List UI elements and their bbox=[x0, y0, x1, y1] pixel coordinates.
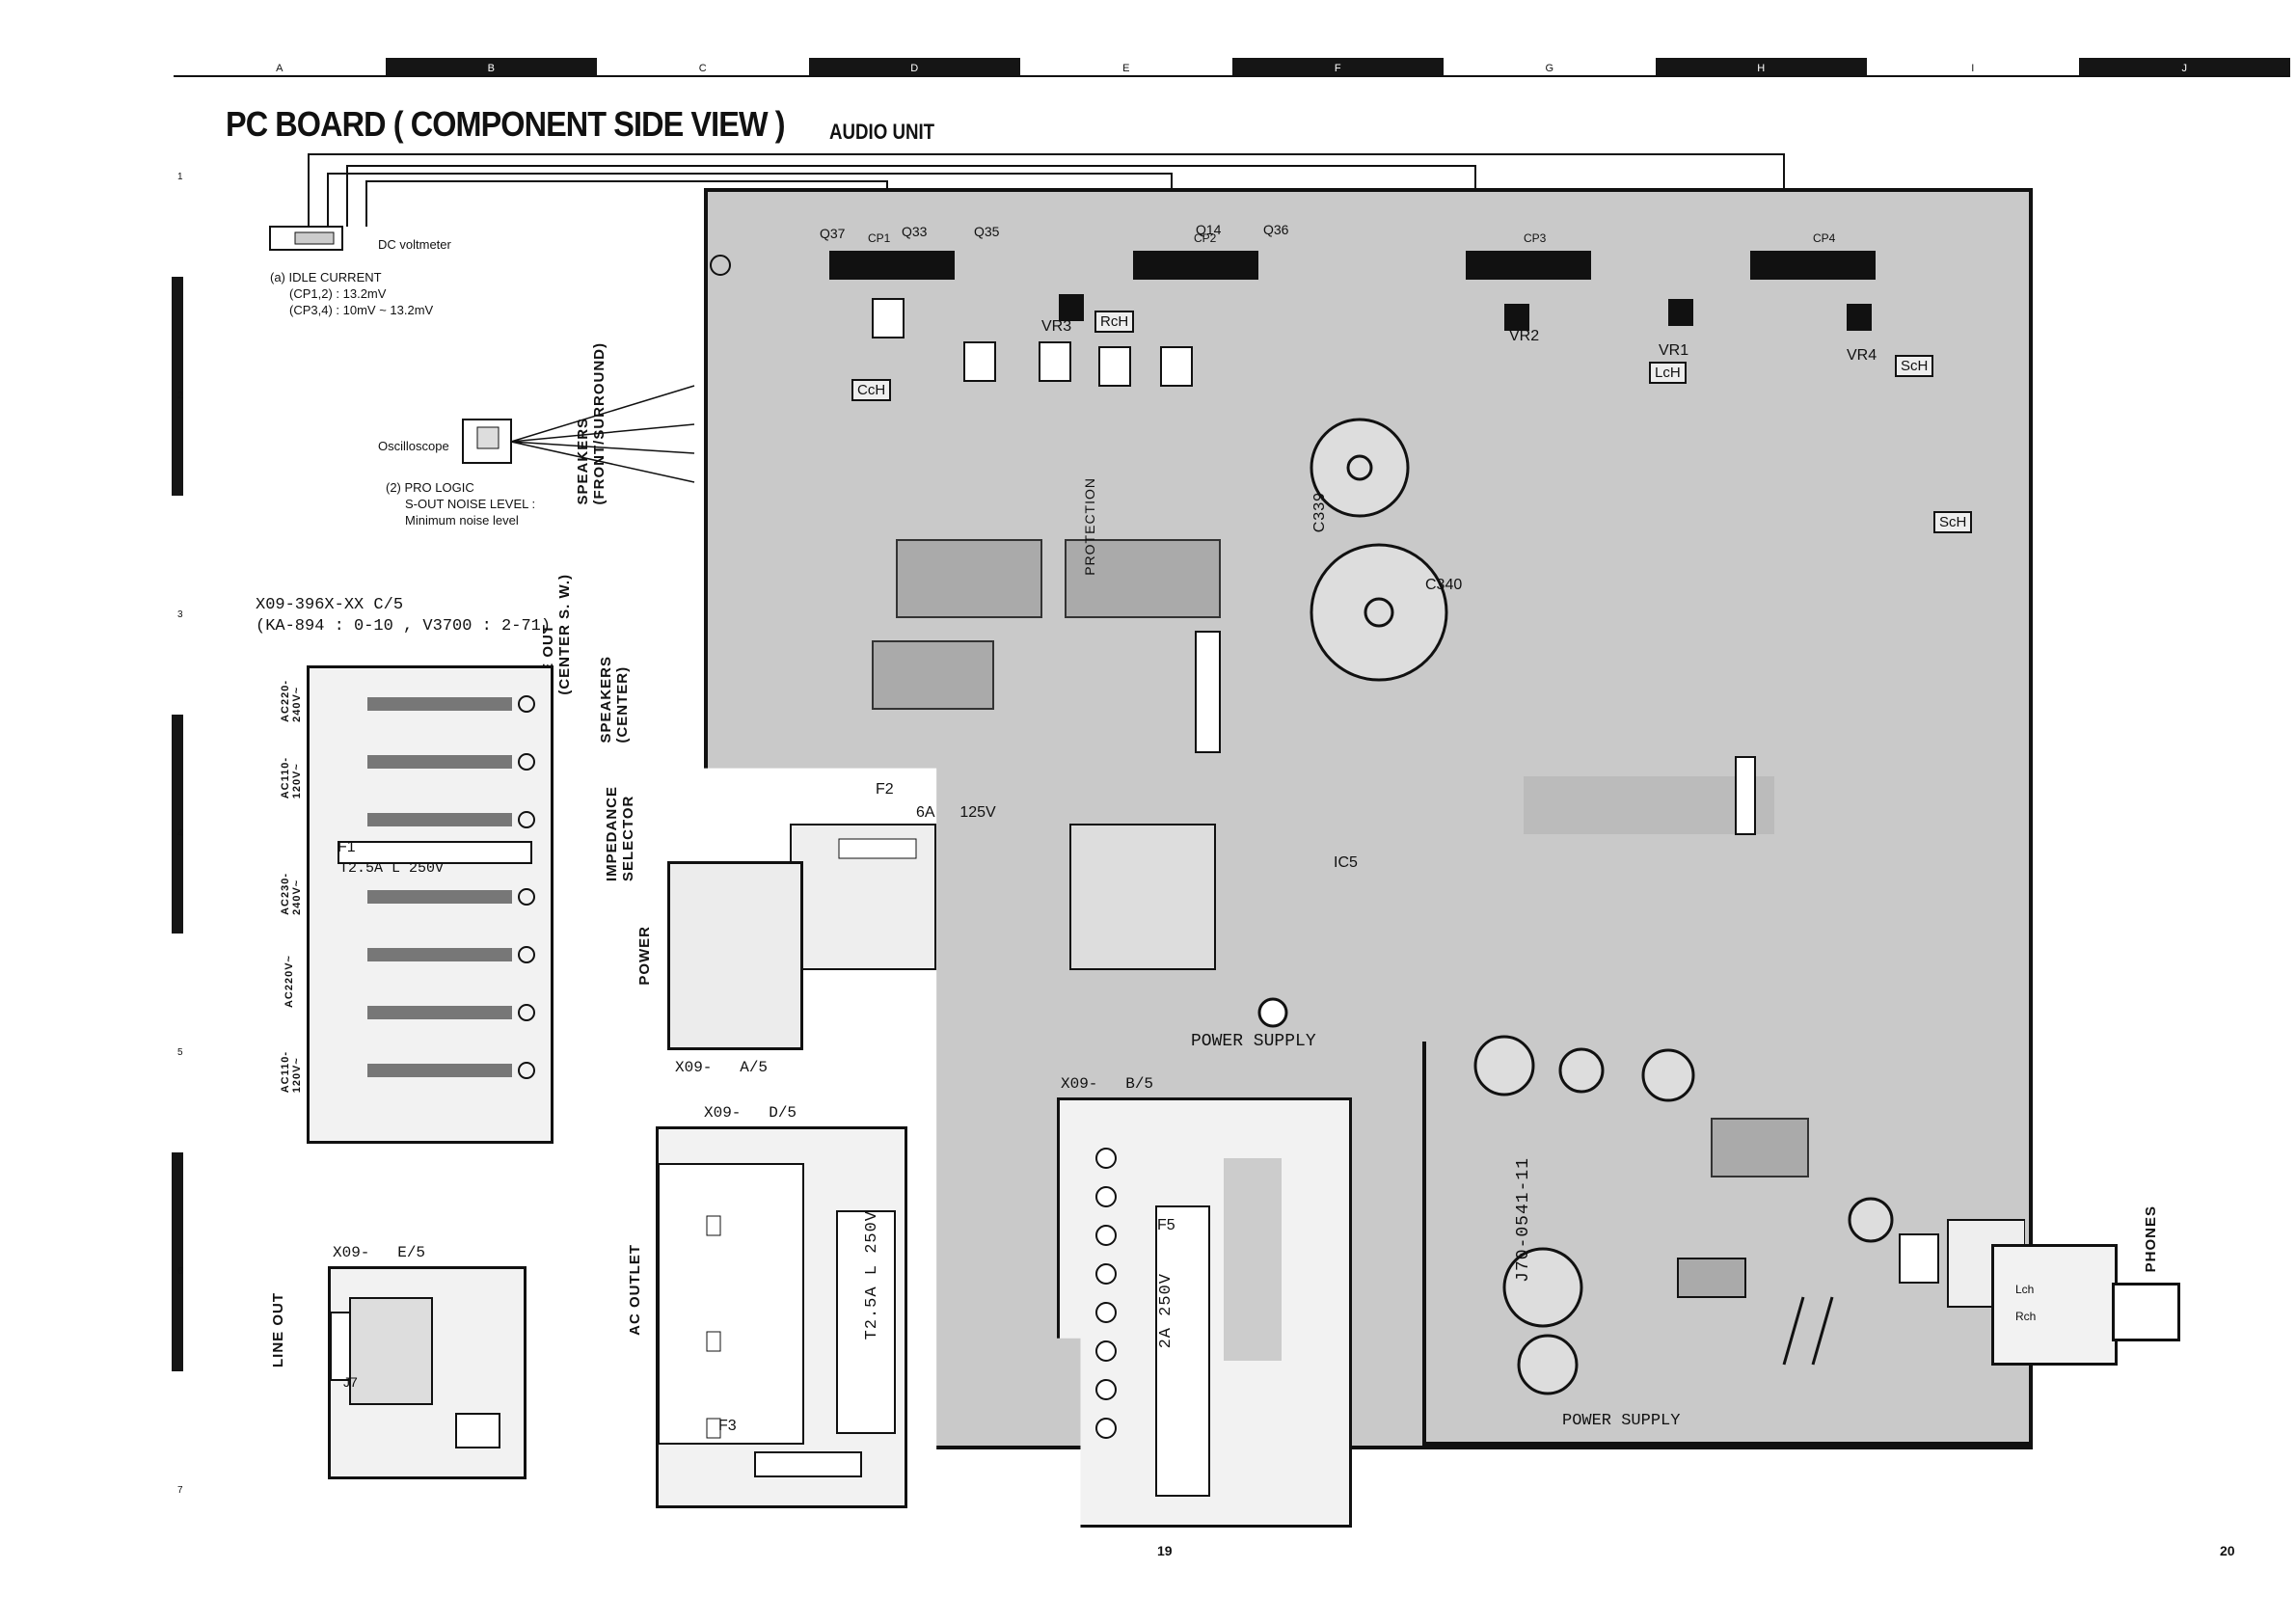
row-mark-7: 7 bbox=[177, 1485, 183, 1496]
speakers-center-label: SPEAKERS (CENTER) bbox=[598, 656, 631, 744]
f5-label: F5 bbox=[1157, 1217, 1175, 1233]
f2-label: F2 bbox=[876, 781, 894, 798]
j7-label: J7 bbox=[343, 1374, 358, 1390]
cch-label: CcH bbox=[851, 379, 892, 401]
ruler-j: J bbox=[2078, 58, 2290, 77]
instrument-wiring bbox=[269, 226, 343, 251]
ruler-c: C bbox=[597, 58, 809, 77]
pcb-code-label: J70-0541-11 bbox=[1514, 1157, 1533, 1283]
power-label: POWER bbox=[636, 926, 653, 986]
f5-rating: 2A 250V bbox=[1157, 1273, 1175, 1349]
q36-label: Q36 bbox=[1263, 222, 1289, 237]
vr2-label: VR2 bbox=[1509, 328, 1540, 344]
f3-rating: T2.5A L 250V bbox=[863, 1210, 881, 1340]
vr1-label: VR1 bbox=[1659, 342, 1689, 359]
main-board-lower-edge bbox=[1422, 1042, 2029, 1446]
page-number-left: 19 bbox=[1157, 1543, 1173, 1558]
b5-code: X09- B/5 bbox=[1061, 1075, 1154, 1093]
row-mark-2: 2 bbox=[177, 391, 183, 401]
f2-rating: 6A 125V bbox=[916, 804, 996, 821]
q35-label: Q35 bbox=[974, 224, 1000, 239]
ac220v-label: AC220V~ bbox=[284, 955, 295, 1009]
sch-label-top: ScH bbox=[1895, 355, 1934, 377]
line-out-label: LINE OUT bbox=[270, 1292, 286, 1367]
c340-label: C340 bbox=[1425, 577, 1463, 593]
ruler-g: G bbox=[1444, 58, 1656, 77]
protection-label: PROTECTION bbox=[1082, 477, 1097, 576]
sch-label-right: ScH bbox=[1933, 511, 1973, 533]
q14-label: Q14 bbox=[1196, 222, 1222, 237]
ruler-b: B bbox=[385, 58, 597, 77]
ruler-f: F bbox=[1231, 58, 1444, 77]
power-supply-label-mid: POWER SUPPLY bbox=[1191, 1032, 1316, 1051]
cp4-label: CP4 bbox=[1813, 231, 1836, 245]
a5-code: X09- A/5 bbox=[675, 1059, 769, 1076]
idle-current-cp34: (CP3,4) : 10mV ~ 13.2mV bbox=[289, 303, 434, 317]
dc-voltmeter-label: DC voltmeter bbox=[378, 237, 451, 252]
speakers-front-label: SPEAKERS (FRONT/SURROUND) bbox=[575, 342, 608, 505]
cp1-label: CP1 bbox=[868, 231, 891, 245]
page-number-right: 20 bbox=[2220, 1543, 2235, 1558]
row-mark-5: 5 bbox=[177, 1047, 183, 1058]
fuse-f1-rating: T2.5A L 250V bbox=[339, 860, 445, 877]
ruler-e: E bbox=[1020, 58, 1232, 77]
impedance-selector-label: IMPEDANCE SELECTOR bbox=[604, 786, 636, 882]
idle-current-cp12: (CP1,2) : 13.2mV bbox=[289, 286, 387, 301]
pro-logic-title: (2) PRO LOGIC bbox=[386, 480, 474, 495]
line-out-board bbox=[328, 1266, 527, 1479]
d5-code: X09- D/5 bbox=[704, 1104, 797, 1122]
ac230-label: AC230- 240V~ bbox=[280, 873, 303, 915]
c5-note: (KA-894 : 0-10 , V3700 : 2-71) bbox=[256, 617, 552, 636]
ruler-i: I bbox=[1867, 58, 2079, 77]
c5-code: X09-396X-XX C/5 bbox=[256, 596, 404, 614]
phones-label: PHONES bbox=[2143, 1205, 2159, 1273]
pro-logic-line2: Minimum noise level bbox=[405, 513, 519, 528]
ruler-d: D bbox=[808, 58, 1020, 77]
f3-label-lower: F3 bbox=[718, 1418, 737, 1434]
column-ruler: A B C D E F G H I J bbox=[174, 58, 2290, 79]
vr4-label: VR4 bbox=[1847, 347, 1877, 364]
idle-current-title: (a) IDLE CURRENT bbox=[270, 270, 382, 284]
b5-board bbox=[1057, 1097, 1352, 1528]
vr3-label: VR3 bbox=[1041, 318, 1072, 335]
phones-jack bbox=[1991, 1244, 2118, 1366]
ac110-label: AC110- 120V~ bbox=[280, 757, 303, 799]
ruler-h: H bbox=[1655, 58, 1867, 77]
c339-label: C339 bbox=[1311, 492, 1328, 533]
page-subtitle: AUDIO UNIT bbox=[829, 120, 935, 144]
voltage-selector-board bbox=[307, 665, 554, 1144]
e5-code: X09- E/5 bbox=[333, 1244, 426, 1261]
ac-outlet-label: AC OUTLET bbox=[627, 1244, 643, 1336]
power-connector-board bbox=[667, 861, 803, 1050]
row-mark-6: 6 bbox=[177, 1266, 183, 1277]
lch-label: LcH bbox=[1649, 362, 1687, 384]
row-mark-1: 1 bbox=[177, 172, 183, 182]
row-ruler bbox=[172, 58, 183, 1591]
oscilloscope-label: Oscilloscope bbox=[378, 439, 449, 453]
page-title: PC BOARD ( COMPONENT SIDE VIEW ) bbox=[226, 104, 786, 144]
ruler-a: A bbox=[174, 58, 386, 77]
phones-lch: Lch bbox=[2015, 1283, 2035, 1296]
phones-rch: Rch bbox=[2015, 1310, 2037, 1323]
q33-label: Q33 bbox=[902, 224, 928, 239]
rch-label: RcH bbox=[1094, 311, 1135, 333]
row-mark-4: 4 bbox=[177, 828, 183, 839]
ac-outlet-board bbox=[656, 1126, 907, 1508]
pro-logic-line1: S-OUT NOISE LEVEL : bbox=[405, 497, 536, 511]
fuse-f1-label: F1 bbox=[338, 839, 356, 855]
cp3-label: CP3 bbox=[1524, 231, 1547, 245]
power-supply-label-bottom: POWER SUPPLY bbox=[1562, 1412, 1681, 1430]
ac220-label: AC220- 240V~ bbox=[280, 680, 303, 722]
cp2-label: CP2 bbox=[1194, 231, 1217, 245]
ic5-label: IC5 bbox=[1334, 854, 1358, 871]
ac110b-label: AC110- 120V~ bbox=[280, 1051, 303, 1094]
phones-plug bbox=[2112, 1283, 2180, 1341]
row-mark-3: 3 bbox=[177, 609, 183, 620]
q37-label: Q37 bbox=[820, 226, 846, 241]
